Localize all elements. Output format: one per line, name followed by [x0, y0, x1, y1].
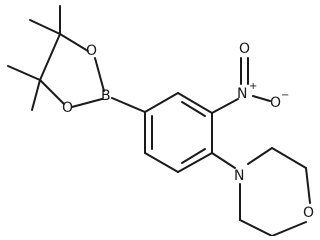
morpholine-bond-1 [247, 147, 273, 165]
atom-label-morpholine-oxygen: O [303, 205, 314, 221]
ring-double-bond-2 [181, 148, 206, 164]
atom-label-boron: B [101, 88, 111, 104]
nitro-group [211, 57, 271, 114]
morpholine-bond-2 [271, 147, 307, 169]
bond-o-top-c [59, 33, 89, 52]
morpholine-bond-4 [271, 221, 307, 236]
atom-label-nitro-oxygen-right: O [270, 95, 281, 111]
bond-nitro-o-right [252, 95, 271, 102]
ring-bond-1 [144, 92, 179, 113]
ring-double-bond-1 [181, 101, 206, 117]
bond-aryl-morpholine-n [211, 152, 236, 169]
bond-aryl-nitro [211, 98, 239, 114]
morpholine-bond-3 [305, 167, 311, 204]
benzene-ring [111, 92, 213, 173]
atom-label-nitro-nitrogen: N [237, 86, 247, 102]
atom-labels: B O O N + O O − N O [62, 41, 314, 221]
morpholine-ring [211, 147, 311, 236]
methyl-bond-4 [31, 79, 41, 111]
atom-label-nitro-oxygen-top: O [239, 41, 250, 57]
ring-bond-2 [177, 92, 213, 114]
bond-b-o-bottom [71, 98, 103, 108]
atom-label-boronate-oxygen-bottom: O [62, 100, 73, 116]
bond-o-bottom-c [39, 79, 65, 105]
atom-label-morpholine-nitrogen: N [234, 168, 244, 184]
morpholine-bond-5 [239, 219, 273, 236]
ring-bond-4 [177, 152, 213, 173]
atom-label-boronate-oxygen-top: O [86, 43, 97, 59]
ring-bond-5 [144, 152, 179, 173]
bond-b-aryl [111, 97, 146, 113]
methyl-groups [7, 5, 61, 111]
methyl-bond-2 [29, 19, 61, 35]
methyl-bond-3 [7, 65, 41, 81]
charge-nitro-nitrogen: + [249, 81, 257, 92]
bond-b-o-top [94, 57, 105, 92]
bond-c-c-ring [39, 33, 61, 81]
charge-nitro-oxygen-right: − [281, 90, 289, 101]
pinacol-boronate-ring [39, 33, 105, 108]
